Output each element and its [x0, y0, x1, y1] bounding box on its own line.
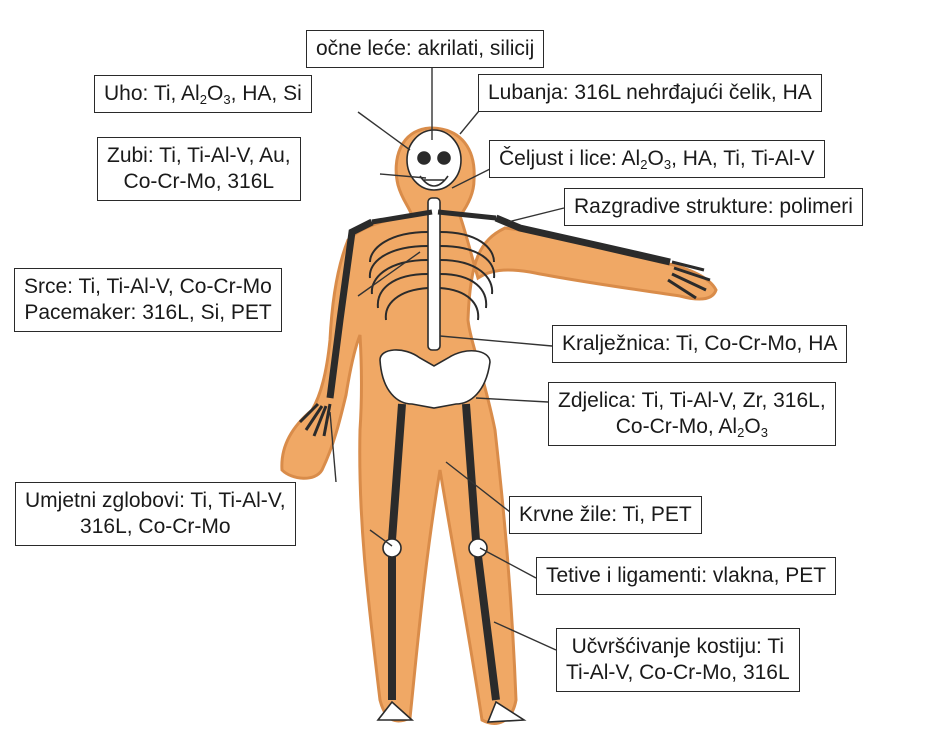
knee-right: [469, 539, 487, 557]
label-vessels-text: Krvne žile: Ti, PET: [519, 503, 692, 526]
label-pelvis-line1: Zdjelica: Ti, Ti-Al-V, Zr, 316L,: [558, 388, 826, 414]
label-fixation: Učvršćivanje kostiju: Ti Ti-Al-V, Co-Cr-…: [556, 628, 800, 692]
label-skull-text: Lubanja: 316L nehrđajući čelik, HA: [488, 81, 812, 104]
label-joints-line2: 316L, Co-Cr-Mo: [25, 514, 286, 540]
label-ear-mid: O: [207, 82, 223, 105]
label-pelvis-line2-pre: Co-Cr-Mo, Al: [616, 415, 737, 438]
label-ear-sub2: 3: [223, 92, 230, 107]
label-heart-line2: Pacemaker: 316L, Si, PET: [24, 300, 272, 326]
leader-degradable: [508, 208, 564, 222]
spine: [428, 198, 440, 350]
label-heart-line1: Srce: Ti, Ti-Al-V, Co-Cr-Mo: [24, 274, 272, 300]
label-pelvis: Zdjelica: Ti, Ti-Al-V, Zr, 316L, Co-Cr-M…: [548, 382, 836, 446]
label-ear-post: , HA, Si: [231, 82, 302, 105]
label-lens: očne leće: akrilati, silicij: [306, 30, 544, 68]
label-fixation-line2: Ti-Al-V, Co-Cr-Mo, 316L: [566, 660, 790, 686]
label-vessels: Krvne žile: Ti, PET: [509, 496, 702, 534]
label-jaw-sub2: 3: [664, 157, 671, 172]
label-pelvis-mid: O: [744, 415, 760, 438]
eye-socket-right: [438, 152, 450, 164]
label-pelvis-sub2: 3: [761, 425, 768, 440]
eye-socket-left: [418, 152, 430, 164]
label-teeth-line2: Co-Cr-Mo, 316L: [107, 169, 291, 195]
label-degradable: Razgradive strukture: polimeri: [564, 188, 863, 226]
label-spine-text: Kralježnica: Ti, Co-Cr-Mo, HA: [562, 332, 837, 355]
label-lens-text: očne leće: akrilati, silicij: [316, 37, 534, 60]
label-jaw-pre: Čeljust i lice: Al: [499, 147, 640, 170]
label-fixation-line1: Učvršćivanje kostiju: Ti: [566, 634, 790, 660]
label-jaw: Čeljust i lice: Al2O3, HA, Ti, Ti-Al-V: [489, 140, 825, 178]
label-joints-line1: Umjetni zglobovi: Ti, Ti-Al-V,: [25, 488, 286, 514]
skull: [407, 130, 461, 190]
label-tendons: Tetive i ligamenti: vlakna, PET: [536, 557, 836, 595]
leader-ear: [358, 112, 410, 150]
label-teeth: Zubi: Ti, Ti-Al-V, Au, Co-Cr-Mo, 316L: [97, 137, 301, 201]
label-jaw-mid: O: [647, 147, 663, 170]
label-ear-sub1: 2: [200, 92, 207, 107]
label-teeth-line1: Zubi: Ti, Ti-Al-V, Au,: [107, 143, 291, 169]
label-heart: Srce: Ti, Ti-Al-V, Co-Cr-Mo Pacemaker: 3…: [14, 268, 282, 332]
label-joints: Umjetni zglobovi: Ti, Ti-Al-V, 316L, Co-…: [15, 482, 296, 546]
label-tendons-text: Tetive i ligamenti: vlakna, PET: [546, 564, 826, 587]
label-ear: Uho: Ti, Al2O3, HA, Si: [94, 75, 312, 113]
label-jaw-post: , HA, Ti, Ti-Al-V: [671, 147, 815, 170]
label-spine: Kralježnica: Ti, Co-Cr-Mo, HA: [552, 325, 847, 363]
label-ear-pre: Uho: Ti, Al: [104, 82, 200, 105]
label-pelvis-line2: Co-Cr-Mo, Al2O3: [558, 414, 826, 440]
label-degradable-text: Razgradive strukture: polimeri: [574, 195, 853, 218]
label-skull: Lubanja: 316L nehrđajući čelik, HA: [478, 74, 822, 112]
